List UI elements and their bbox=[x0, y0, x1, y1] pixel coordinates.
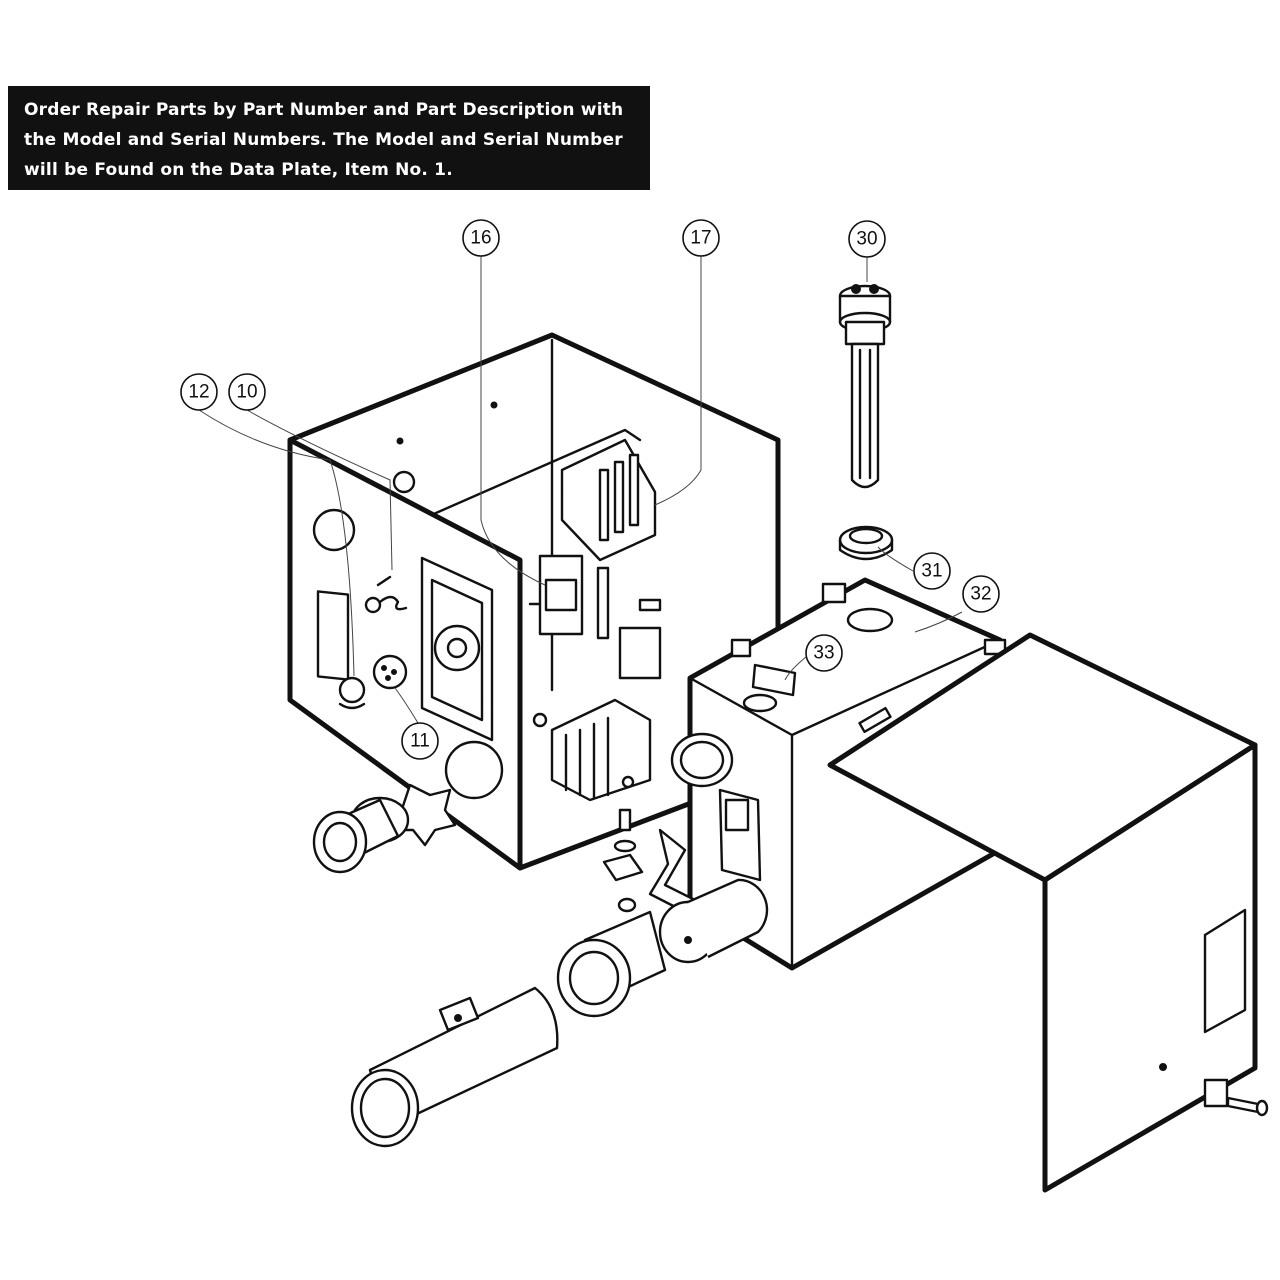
callout-33: 33 bbox=[805, 634, 843, 672]
svg-text:16: 16 bbox=[470, 228, 491, 249]
callout-16: 16 bbox=[462, 219, 500, 257]
gasket bbox=[838, 525, 894, 561]
instruction-line-2: the Model and Serial Numbers. The Model … bbox=[24, 130, 623, 150]
callout-10: 10 bbox=[228, 373, 266, 411]
heating-element bbox=[838, 284, 892, 489]
svg-text:33: 33 bbox=[813, 643, 834, 664]
callout-31: 31 bbox=[913, 552, 951, 590]
callout-11: 11 bbox=[401, 722, 439, 760]
cover-panel bbox=[827, 632, 1269, 1193]
lower-piping bbox=[350, 808, 769, 1148]
svg-text:30: 30 bbox=[856, 229, 877, 250]
svg-text:31: 31 bbox=[921, 561, 942, 582]
svg-text:11: 11 bbox=[410, 731, 430, 752]
callout-17: 17 bbox=[682, 219, 720, 257]
control-box bbox=[287, 332, 781, 871]
svg-text:17: 17 bbox=[690, 228, 711, 249]
inlet-fittings bbox=[312, 783, 457, 874]
instruction-line-3: will be Found on the Data Plate, Item No… bbox=[24, 160, 453, 180]
svg-text:12: 12 bbox=[188, 382, 209, 403]
svg-text:32: 32 bbox=[970, 584, 991, 605]
leader-lines bbox=[198, 256, 963, 724]
callout-32: 32 bbox=[962, 575, 1000, 613]
instruction-banner: Order Repair Parts by Part Number and Pa… bbox=[8, 86, 650, 190]
callout-12: 12 bbox=[180, 373, 218, 411]
callout-30: 30 bbox=[848, 220, 886, 258]
svg-text:10: 10 bbox=[236, 382, 257, 403]
instruction-line-1: Order Repair Parts by Part Number and Pa… bbox=[24, 100, 624, 120]
